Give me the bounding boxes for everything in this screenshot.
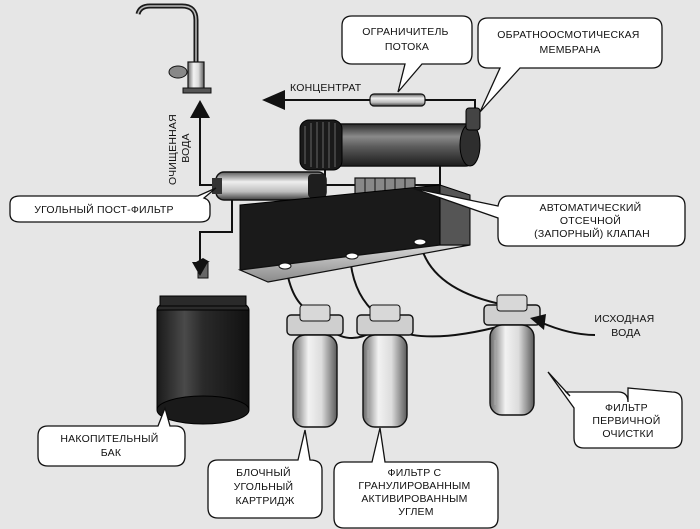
ro-membrane-label: ОБРАТНООСМОТИЧЕСКАЯ МЕМБРАНА [497,29,642,56]
callouts [9,15,686,529]
block-carbon-label: БЛОЧНЫЙ УГОЛЬНЫЙ КАРТРИДЖ [234,466,297,507]
flow-arrows [190,90,546,330]
storage-tank [156,258,250,425]
filter-housing-granular-carbon [356,304,414,428]
prefilter-label: ФИЛЬТР ПЕРВИЧНОЙ ОЧИСТКИ [592,402,663,440]
tank-inlet-arrow [192,262,208,276]
faucet [135,3,212,94]
mounting-bracket [237,184,471,283]
flow-limiter-label: ОГРАНИЧИТЕЛЬ ПОТОКА [362,26,452,53]
concentrate-arrow [262,90,285,110]
ro-membrane [299,107,481,171]
storage-tank-label: НАКОПИТЕЛЬНЫЙ БАК [60,432,161,459]
purified-water-arrow [190,100,210,118]
concentrate-label: КОНЦЕНТРАТ [290,82,362,94]
granular-carbon-label: ФИЛЬТР С ГРАНУЛИРОВАННЫМ АКТИВИРОВАННЫМ … [358,467,473,518]
carbon-post-filter-label: УГОЛЬНЫЙ ПОСТ-ФИЛЬТР [34,203,173,216]
labels: ОГРАНИЧИТЕЛЬ ПОТОКА ОБРАТНООСМОТИЧЕСКАЯ … [34,26,663,518]
carbon-post-filter [212,171,327,201]
auto-valve-label: АВТОМАТИЧЕСКИЙ ОТСЕЧНОЙ (ЗАПОРНЫЙ) КЛАПА… [534,201,650,240]
filter-housing-prefilter [483,294,541,416]
filter-housing-block-carbon [286,304,344,428]
source-water-label: ИСХОДНАЯ ВОДА [594,313,657,339]
flow-limiter [369,93,426,107]
purified-water-label: ОЧИЩЕННАЯ ВОДА [167,111,192,185]
source-water-arrow [530,314,546,330]
